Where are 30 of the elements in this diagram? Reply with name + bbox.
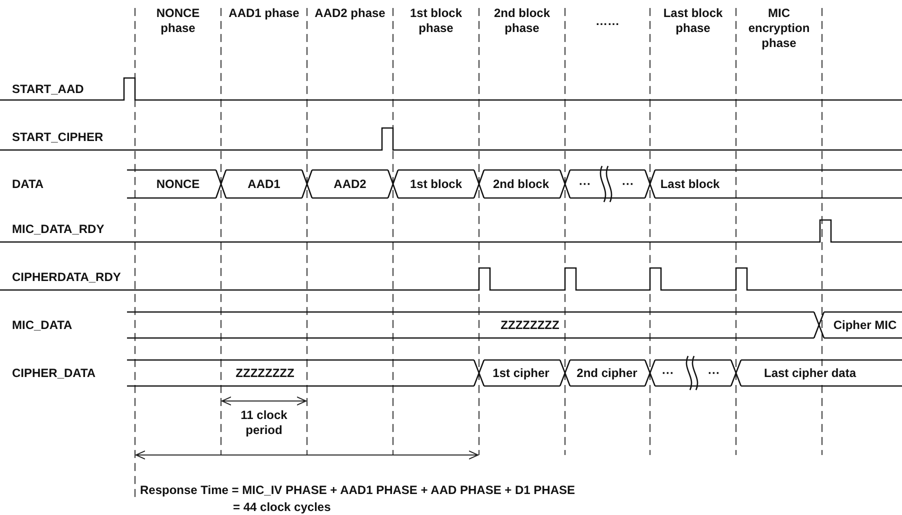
signal-name: MIC_DATA: [12, 318, 72, 332]
phase-heading: MIC encryption phase: [747, 6, 811, 51]
formula-text: Response Time = MIC_IV PHASE + AAD1 PHASE + AAD PHASE + D1 PHASE: [140, 483, 576, 497]
phase-heading: NONCE phase: [155, 6, 201, 36]
phase-heading: ……: [594, 14, 620, 29]
signal-name: MIC_DATA_RDY: [12, 222, 104, 236]
phase-heading: AAD1 phase: [228, 6, 300, 21]
dimension-label: 11 clock period: [240, 408, 288, 438]
bus-value-label: 1st cipher: [492, 366, 550, 380]
signal-name: START_CIPHER: [12, 130, 104, 144]
bus-value-label: Cipher MIC: [833, 318, 897, 332]
phase-heading: Last block phase: [662, 6, 724, 36]
bus-value-label: Last cipher data: [764, 366, 856, 380]
bus-value-label: Last block: [660, 177, 720, 191]
bus-value-label: NONCE: [156, 177, 200, 191]
phase-heading: AAD2 phase: [314, 6, 386, 21]
bus-value-label: 2nd cipher: [576, 366, 638, 380]
signal-name: CIPHER_DATA: [12, 366, 96, 380]
phase-heading: 1st block phase: [408, 6, 464, 36]
signal-name: DATA: [12, 177, 44, 191]
signal-name: CIPHERDATA_RDY: [12, 270, 121, 284]
signal-name: START_AAD: [12, 82, 84, 96]
bus-value-label: 1st block: [410, 177, 462, 191]
bus-value-label: ZZZZZZZZ: [236, 366, 294, 380]
bus-value-label: 2nd block: [493, 177, 549, 191]
formula-text: = 44 clock cycles: [233, 500, 331, 514]
phase-heading: 2nd block phase: [492, 6, 551, 36]
bus-value-label: ZZZZZZZZ: [500, 318, 560, 332]
bus-value-label: AAD1: [248, 177, 280, 191]
bus-value-label: AAD2: [334, 177, 366, 191]
